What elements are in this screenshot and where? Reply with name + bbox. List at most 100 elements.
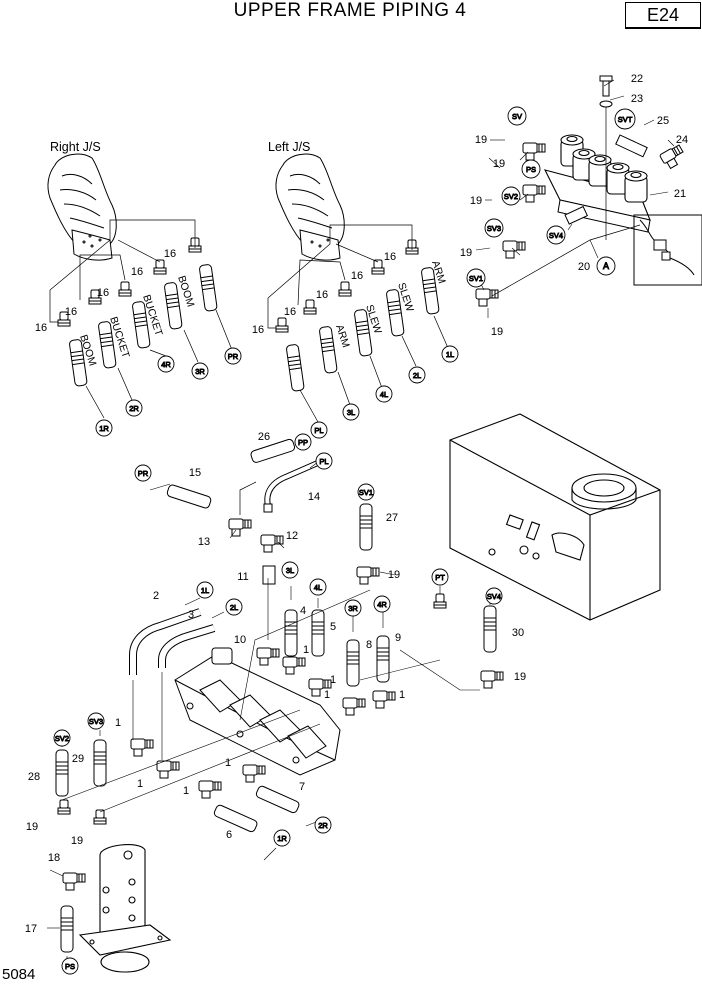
port-ps: PS xyxy=(65,962,75,971)
port-sv4-lower: SV4 xyxy=(487,592,501,601)
part-27: 27 xyxy=(386,512,398,524)
part-19-a: 19 xyxy=(475,134,487,146)
port-4r-lower: 4R xyxy=(377,600,387,609)
hydraulic-tank xyxy=(449,413,661,621)
part-4: 4 xyxy=(300,605,306,617)
port-pt: PT xyxy=(435,573,445,582)
port-2r-lower: 2R xyxy=(318,821,328,830)
right-joystick-hoses xyxy=(57,237,218,387)
part-29: 29 xyxy=(72,753,84,765)
part-16-a: 16 xyxy=(35,322,47,334)
part-16-g: 16 xyxy=(284,306,296,318)
part-19-c: 19 xyxy=(470,195,482,207)
page-code-box: E24 xyxy=(625,2,701,28)
part-16-i: 16 xyxy=(351,270,363,282)
port-sv2-top: SV2 xyxy=(504,192,518,201)
part-26: 26 xyxy=(258,431,270,443)
part-22: 22 xyxy=(631,73,643,85)
port-pl-lower: PL xyxy=(319,457,328,466)
port-3r-lower: 3R xyxy=(348,604,358,613)
left-joystick-leaders xyxy=(267,224,449,423)
port-sv: SV xyxy=(512,112,522,121)
part-12: 12 xyxy=(286,530,298,542)
part-5: 5 xyxy=(330,621,336,633)
port-4l-lower: 4L xyxy=(314,583,322,592)
part-6: 6 xyxy=(226,829,232,841)
part-8: 8 xyxy=(366,639,372,651)
part-20: 20 xyxy=(578,261,590,273)
label-arm-a: ARM xyxy=(333,323,352,349)
port-sv3-lower: SV3 xyxy=(89,717,103,726)
port-pl: PL xyxy=(314,426,323,435)
part-19-b: 19 xyxy=(493,158,505,170)
port-1l: 1L xyxy=(446,350,454,359)
part-1-d: 1 xyxy=(399,689,405,701)
part-18: 18 xyxy=(48,852,60,864)
part-numbers: 16 16 16 16 16 16 16 16 16 16 22 23 25 2… xyxy=(25,73,688,935)
port-1l-lower: 1L xyxy=(201,586,209,595)
part-1-g: 1 xyxy=(225,757,231,769)
part-15: 15 xyxy=(189,467,201,479)
part-17: 17 xyxy=(25,923,37,935)
lower-hoses-fittings xyxy=(55,438,504,953)
part-19-h: 19 xyxy=(26,821,38,833)
port-1r: 1R xyxy=(99,424,109,433)
part-1-e: 1 xyxy=(115,717,121,729)
part-1-h: 1 xyxy=(183,785,189,797)
right-joystick xyxy=(47,153,117,261)
port-2r: 2R xyxy=(129,404,139,413)
part-28: 28 xyxy=(28,771,40,783)
part-13: 13 xyxy=(198,536,210,548)
port-sv1-lower: SV1 xyxy=(359,488,373,497)
port-2l-lower: 2L xyxy=(230,603,238,612)
part-19-d: 19 xyxy=(460,247,472,259)
part-25: 25 xyxy=(657,115,669,127)
part-1-b: 1 xyxy=(330,674,336,686)
part-16-h: 16 xyxy=(316,289,328,301)
page-number: 5084 xyxy=(2,966,36,983)
part-14: 14 xyxy=(308,491,320,503)
port-sv1-top: SV1 xyxy=(469,274,483,283)
part-10: 10 xyxy=(234,634,246,646)
part-23: 23 xyxy=(631,93,643,105)
part-19-f: 19 xyxy=(388,569,400,581)
port-2l: 2L xyxy=(413,371,421,380)
port-3l-lower: 3L xyxy=(286,566,294,575)
pilot-pump xyxy=(78,844,172,973)
part-21: 21 xyxy=(674,188,686,200)
left-joystick-label: Left J/S xyxy=(268,140,311,154)
part-1-a: 1 xyxy=(303,644,309,656)
port-pp: PP xyxy=(298,438,308,447)
port-sv3-top: SV3 xyxy=(487,224,501,233)
port-1r-lower: 1R xyxy=(277,834,287,843)
part-9: 9 xyxy=(395,632,401,644)
main-control-valve xyxy=(174,647,341,776)
part-7: 7 xyxy=(299,781,305,793)
port-sv2-lower: SV2 xyxy=(55,734,69,743)
right-joystick-leaders xyxy=(49,219,233,419)
part-16-b: 16 xyxy=(65,306,77,318)
port-4l: 4L xyxy=(380,390,388,399)
part-30: 30 xyxy=(512,627,524,639)
part-16-c: 16 xyxy=(97,287,109,299)
port-3r: 3R xyxy=(195,367,205,376)
right-joystick-label: Right J/S xyxy=(50,140,101,154)
port-a: A xyxy=(603,261,609,271)
part-16-e: 16 xyxy=(164,248,176,260)
port-4r: 4R xyxy=(161,360,171,369)
port-svt: SVT xyxy=(618,115,633,124)
port-pr: PR xyxy=(228,352,239,361)
port-ps-top: PS xyxy=(526,165,536,174)
header-rule xyxy=(625,28,701,29)
part-3: 3 xyxy=(188,609,194,621)
part-19-g: 19 xyxy=(514,671,526,683)
port-sv4-top: SV4 xyxy=(549,231,563,240)
port-pr-lower: PR xyxy=(138,469,149,478)
port-3l: 3L xyxy=(347,408,355,417)
part-16-f: 16 xyxy=(252,324,264,336)
left-joystick xyxy=(275,153,345,261)
part-24: 24 xyxy=(676,134,688,146)
part-19-i: 19 xyxy=(71,835,83,847)
